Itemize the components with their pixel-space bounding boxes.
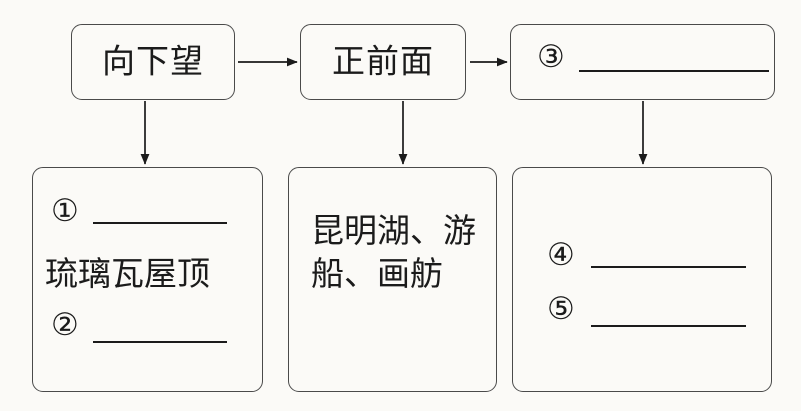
blank-row-5: ⑤: [547, 291, 746, 327]
blank-row-3: ③: [537, 42, 769, 73]
node-blank3[interactable]: ③: [510, 24, 775, 100]
answer-blank-1[interactable]: [92, 222, 227, 224]
kunming-lake-text: 昆明湖、游船、画舫: [311, 211, 476, 293]
node-look-down-label: 向下望: [102, 41, 204, 81]
answer-blank-5[interactable]: [590, 325, 746, 327]
answer-blank-2[interactable]: [92, 341, 227, 343]
circled-number-4: ④: [547, 237, 575, 273]
node-look-down[interactable]: 向下望: [71, 24, 235, 100]
circled-number-3: ③: [537, 39, 565, 75]
circled-number-1: ①: [51, 193, 79, 229]
blank-row-2: ②: [51, 307, 227, 343]
roof-detail-text: 琉璃瓦屋顶: [45, 254, 210, 293]
node-front-view-label: 正前面: [332, 41, 434, 81]
answer-blank-3[interactable]: [578, 70, 769, 72]
blank-row-1: ①: [51, 196, 227, 227]
node-front-view[interactable]: 正前面: [300, 24, 466, 100]
circled-number-2: ②: [51, 307, 79, 343]
blank-row-4: ④: [547, 240, 746, 271]
answer-blank-4[interactable]: [590, 266, 746, 268]
circled-number-5: ⑤: [547, 291, 575, 327]
node-kunming-lake[interactable]: 昆明湖、游船、画舫: [288, 167, 497, 392]
node-roof-detail[interactable]: ① 琉璃瓦屋顶 ②: [32, 167, 263, 392]
node-blanks45[interactable]: ④ ⑤: [512, 167, 772, 392]
